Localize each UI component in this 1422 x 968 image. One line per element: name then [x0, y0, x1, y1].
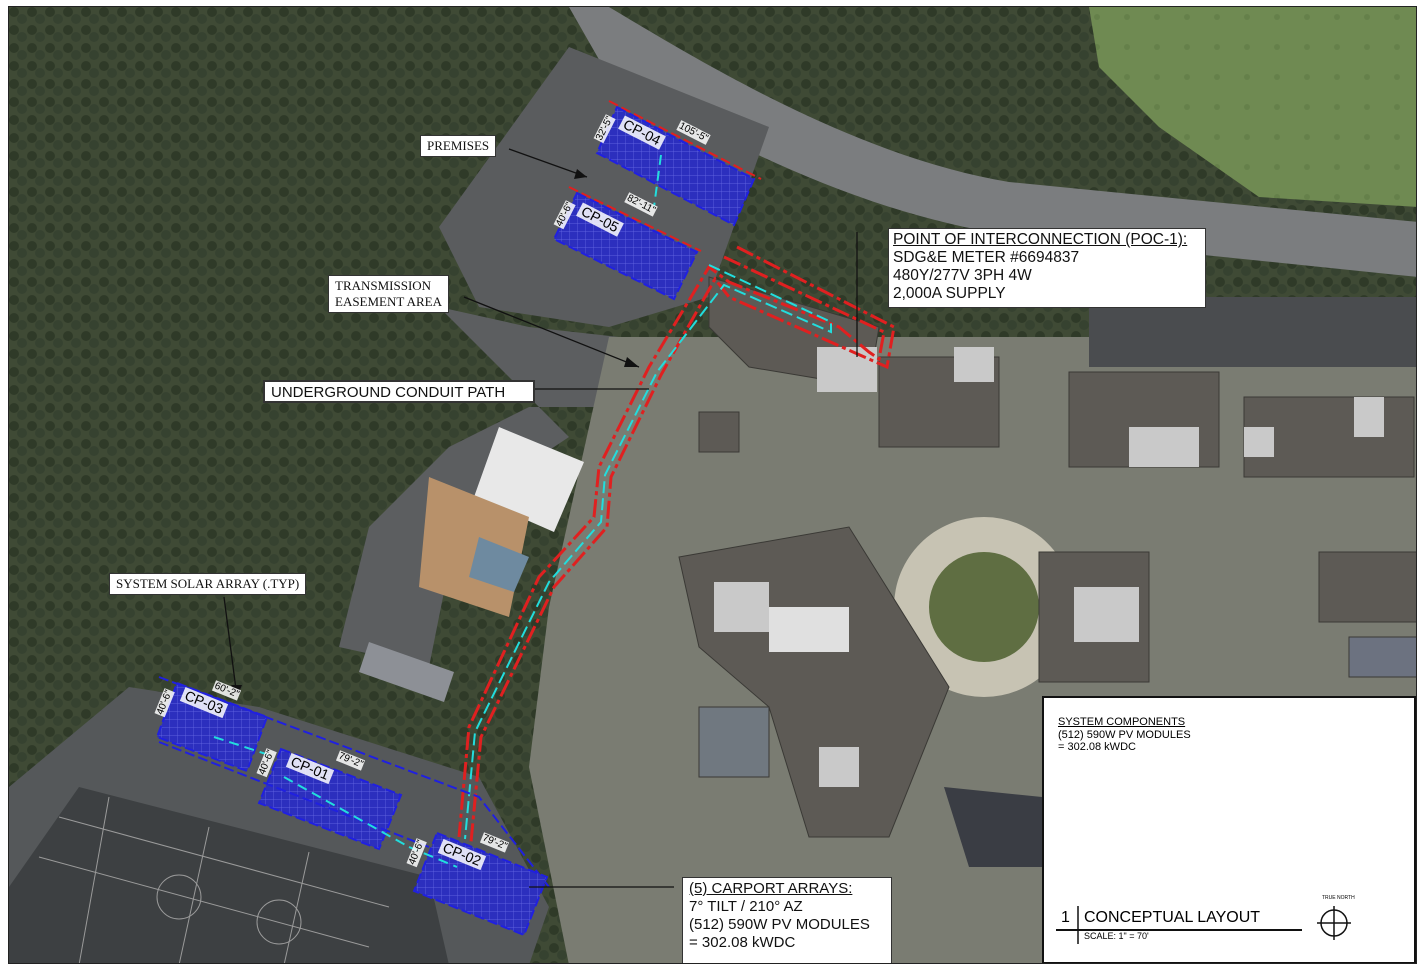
conduit-path: [457, 245, 896, 843]
poc-meter: SDG&E METER #6694837: [893, 249, 1080, 266]
underground-conduit-label: UNDERGROUND CONDUIT PATH: [263, 380, 535, 403]
layout-scale: SCALE: 1" = 70': [1084, 931, 1149, 941]
leader-lines: [223, 148, 858, 888]
gazebo: [469, 537, 529, 592]
aerial-site-plan: PREMISES TRANSMISSION EASEMENT AREA UNDE…: [8, 6, 1417, 964]
rooftop-units: [714, 347, 1384, 787]
transmission-easement-label: TRANSMISSION EASEMENT AREA: [328, 275, 450, 313]
transmission-label-line1: TRANSMISSION: [335, 278, 432, 293]
transmission-label-line2: EASEMENT AREA: [335, 294, 443, 309]
components-title: SYSTEM COMPONENTS: [1058, 716, 1186, 728]
carport-callout: (5) CARPORT ARRAYS: 7° TILT / 210° AZ (5…: [682, 877, 892, 963]
sheet-number: 1: [1061, 909, 1070, 926]
golf-course: [1089, 7, 1416, 207]
portable-building: [359, 642, 454, 702]
main-road: [569, 7, 1416, 277]
courtyard-lawn: [929, 552, 1039, 662]
solar-field: [944, 787, 1042, 867]
system-components-block: SYSTEM COMPONENTS (512) 590W PV MODULES …: [1042, 696, 1416, 963]
shade-structure: [474, 427, 584, 532]
carport-tilt: 7° TILT / 210° AZ: [689, 898, 803, 915]
title-lines: [1056, 906, 1302, 944]
carport-total: = 302.08 kWDC: [689, 934, 796, 951]
array-cp02: [412, 831, 549, 937]
poc-title: POINT OF INTERCONNECTION (POC-1):: [893, 231, 1188, 248]
site-map-graphic: [9, 7, 1416, 963]
layout-title: CONCEPTUAL LAYOUT: [1084, 909, 1261, 926]
poc-supply: 2,000A SUPPLY: [893, 285, 1006, 302]
components-modules: (512) 590W PV MODULES: [1058, 729, 1191, 741]
court-lines: [38, 796, 390, 963]
poc-callout: POINT OF INTERCONNECTION (POC-1): SDG&E …: [888, 228, 1206, 308]
north-arrow-icon: [1317, 906, 1351, 940]
carport-modules: (512) 590W PV MODULES: [689, 916, 870, 933]
east-parking-lot: [1089, 297, 1416, 367]
sport-courts: [9, 787, 449, 963]
premises-label: PREMISES: [420, 135, 497, 157]
components-total: = 302.08 kWDC: [1058, 741, 1136, 753]
true-north-label: TRUE NORTH: [1322, 895, 1355, 901]
poc-voltage: 480Y/277V 3PH 4W: [893, 267, 1032, 284]
array-cp01: [158, 676, 550, 888]
system-solar-array-label: SYSTEM SOLAR ARRAY (.TYP): [109, 573, 307, 595]
array-cp03: [155, 681, 269, 773]
carport-title: (5) CARPORT ARRAYS:: [689, 880, 853, 897]
